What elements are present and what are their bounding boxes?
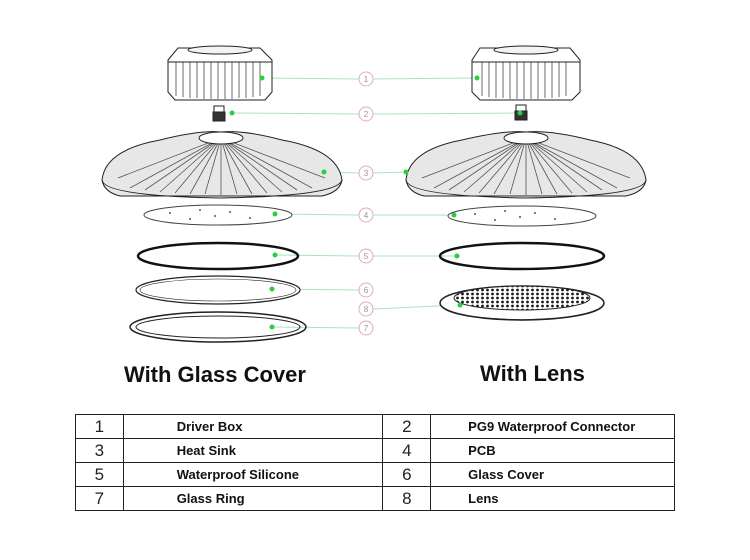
part-name: Waterproof Silicone bbox=[122, 462, 384, 487]
svg-text:7: 7 bbox=[364, 324, 369, 333]
callout-8: 8 bbox=[358, 301, 374, 317]
heat-sink-right bbox=[403, 131, 647, 199]
part-number: 8 bbox=[382, 486, 432, 511]
callout-7: 7 bbox=[358, 320, 374, 336]
connector-right bbox=[514, 104, 528, 121]
part-name: Glass Ring bbox=[122, 486, 384, 511]
part-name: Lens bbox=[430, 486, 675, 511]
part-number: 3 bbox=[75, 438, 124, 463]
driver-box-right bbox=[471, 45, 581, 101]
callout-4: 4 bbox=[358, 207, 374, 223]
silicone-ring-right bbox=[438, 241, 606, 271]
connector-left bbox=[212, 105, 235, 122]
part-number: 6 bbox=[382, 462, 432, 487]
title-with-lens: With Lens bbox=[480, 361, 585, 386]
part-number: 2 bbox=[382, 414, 432, 439]
heat-sink-left bbox=[101, 131, 343, 199]
silicone-ring-left bbox=[136, 241, 300, 271]
part-number: 7 bbox=[75, 486, 124, 511]
callout-5: 5 bbox=[358, 248, 374, 264]
title-with-glass-cover: With Glass Cover bbox=[124, 362, 306, 387]
part-name: PCB bbox=[430, 438, 675, 463]
svg-text:3: 3 bbox=[364, 169, 369, 178]
part-name: Glass Cover bbox=[430, 462, 675, 487]
part-number: 1 bbox=[75, 414, 124, 439]
callout-2: 2 bbox=[358, 106, 374, 122]
svg-text:8: 8 bbox=[364, 305, 369, 314]
callout-6: 6 bbox=[358, 282, 374, 298]
part-name: Driver Box bbox=[122, 414, 384, 439]
callout-1: 1 bbox=[358, 71, 374, 87]
table-row: 5 Waterproof Silicone 6 Glass Cover bbox=[75, 462, 675, 487]
glass-cover-left bbox=[135, 275, 301, 305]
part-number: 5 bbox=[75, 462, 124, 487]
driver-box-left bbox=[167, 45, 273, 101]
part-name: Heat Sink bbox=[122, 438, 384, 463]
callout-3: 3 bbox=[358, 165, 374, 181]
svg-text:2: 2 bbox=[364, 110, 369, 119]
svg-text:6: 6 bbox=[364, 286, 369, 295]
table-row: 7 Glass Ring 8 Lens bbox=[75, 486, 675, 511]
part-name: PG9 Waterproof Connector bbox=[430, 414, 675, 439]
part-number: 4 bbox=[382, 438, 432, 463]
table-row: 3 Heat Sink 4 PCB bbox=[75, 438, 675, 463]
table-row: 1 Driver Box 2 PG9 Waterproof Connector bbox=[75, 414, 675, 439]
glass-ring-left bbox=[129, 311, 307, 343]
pcb-right bbox=[447, 205, 597, 227]
lens-right bbox=[439, 285, 605, 321]
parts-table: 1 Driver Box 2 PG9 Waterproof Connector … bbox=[75, 414, 675, 511]
svg-text:5: 5 bbox=[364, 252, 369, 261]
pcb-left bbox=[143, 204, 293, 226]
svg-text:1: 1 bbox=[364, 75, 369, 84]
svg-text:4: 4 bbox=[364, 211, 369, 220]
